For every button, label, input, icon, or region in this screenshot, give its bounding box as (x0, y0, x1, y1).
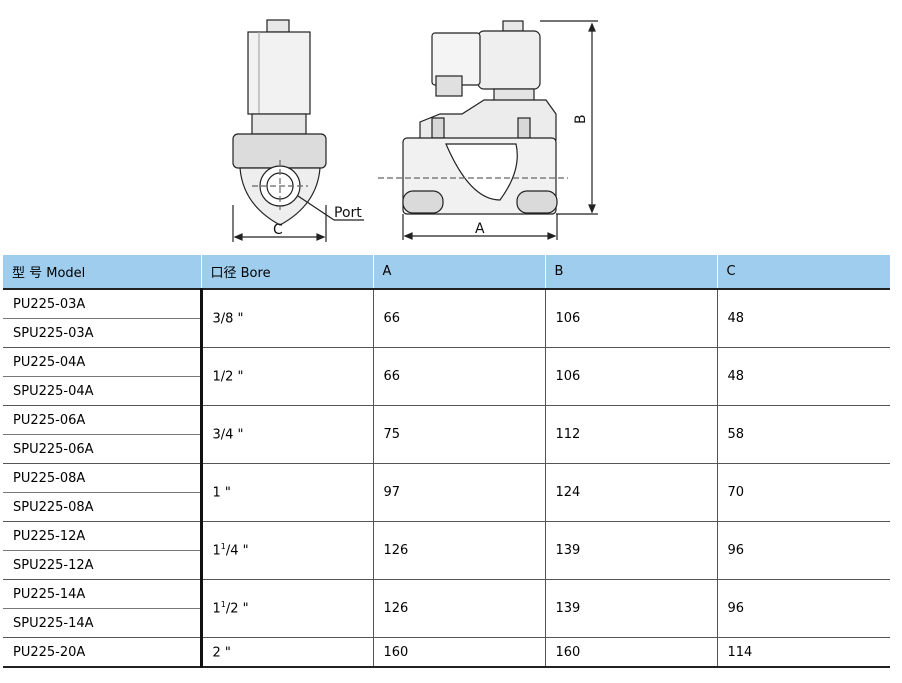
model-cell: SPU225-14A (3, 608, 201, 638)
table-row: SPU225-12A (3, 550, 890, 580)
model-cell: SPU225-06A (3, 434, 201, 464)
bore-cell: 11/4 " (199, 521, 373, 580)
model-cell: SPU225-12A (3, 550, 201, 580)
dimension-b-cell: 160 (544, 637, 717, 668)
bore-cell: 2 " (199, 637, 373, 668)
dimension-b-cell: 139 (544, 579, 717, 638)
dimension-a-cell: 66 (372, 289, 545, 348)
bore-value: 3/8 " (212, 311, 244, 327)
dimension-a-cell: 160 (372, 637, 545, 668)
dimension-a-cell: 75 (372, 405, 545, 464)
bore-whole: 1 (212, 543, 221, 559)
bore-cell: 11/2 " (199, 579, 373, 638)
dimension-a-cell: 97 (372, 463, 545, 522)
table-row: SPU225-06A (3, 434, 890, 464)
header-bore: 口径 Bore (200, 255, 373, 290)
bore-whole: 1 (212, 601, 221, 617)
header-b: B (544, 255, 717, 290)
table-header-row: 型 号 Model 口径 Bore A B C (3, 255, 890, 290)
dimension-b-cell: 124 (544, 463, 717, 522)
dimension-a-cell: 126 (372, 521, 545, 580)
model-cell: PU225-08A (3, 463, 201, 493)
model-cell: PU225-04A (3, 347, 201, 377)
spec-table: 型 号 Model 口径 Bore A B C PU225-03A 3/8 " 66… (3, 255, 890, 668)
header-c: C (716, 255, 890, 290)
model-cell: SPU225-03A (3, 318, 201, 348)
bore-value: /2 " (225, 601, 249, 617)
table-row: SPU225-08A (3, 492, 890, 522)
dimension-c-cell: 48 (716, 289, 890, 348)
bore-fraction-numerator: 1 (220, 542, 226, 552)
dimension-a-label: A (475, 221, 485, 237)
model-cell: PU225-20A (3, 637, 201, 668)
dimension-c-cell: 114 (716, 637, 890, 668)
bore-cell: 3/8 " (199, 289, 373, 348)
dimension-c-cell: 58 (716, 405, 890, 464)
model-cell: SPU225-04A (3, 376, 201, 406)
header-a: A (372, 255, 545, 290)
dimension-c-cell: 70 (716, 463, 890, 522)
dimension-c-cell: 96 (716, 579, 890, 638)
valve-drawing: Port C A B (232, 19, 598, 242)
model-cell: PU225-12A (3, 521, 201, 551)
model-cell: PU225-03A (3, 289, 201, 319)
dimension-b-cell: 139 (544, 521, 717, 580)
dimension-b-cell: 106 (544, 347, 717, 406)
bore-value: 2 " (212, 645, 231, 661)
table-row: SPU225-14A (3, 608, 890, 638)
dimension-b-label: B (573, 114, 589, 124)
bore-cell: 1/2 " (199, 347, 373, 406)
dimension-c-cell: 48 (716, 347, 890, 406)
bore-value: 3/4 " (212, 427, 244, 443)
side-view (378, 20, 598, 240)
bore-value: 1/2 " (212, 369, 244, 385)
dimension-a-cell: 126 (372, 579, 545, 638)
bore-value: /4 " (225, 543, 249, 559)
dimension-a-cell: 66 (372, 347, 545, 406)
dimension-b-cell: 106 (544, 289, 717, 348)
model-cell: PU225-06A (3, 405, 201, 435)
dimension-b-cell: 112 (544, 405, 717, 464)
front-view (232, 19, 364, 242)
bore-fraction-numerator: 1 (220, 600, 226, 610)
dimension-c-label: C (273, 222, 283, 238)
bore-cell: 1 " (199, 463, 373, 522)
header-model: 型 号 Model (3, 255, 201, 290)
bore-cell: 3/4 " (199, 405, 373, 464)
model-cell: SPU225-08A (3, 492, 201, 522)
model-cell: PU225-14A (3, 579, 201, 609)
dimension-c-cell: 96 (716, 521, 890, 580)
table-row: SPU225-03A (3, 318, 890, 348)
bore-value: 1 " (212, 485, 231, 501)
port-label: Port (334, 205, 362, 221)
table-row: SPU225-04A (3, 376, 890, 406)
